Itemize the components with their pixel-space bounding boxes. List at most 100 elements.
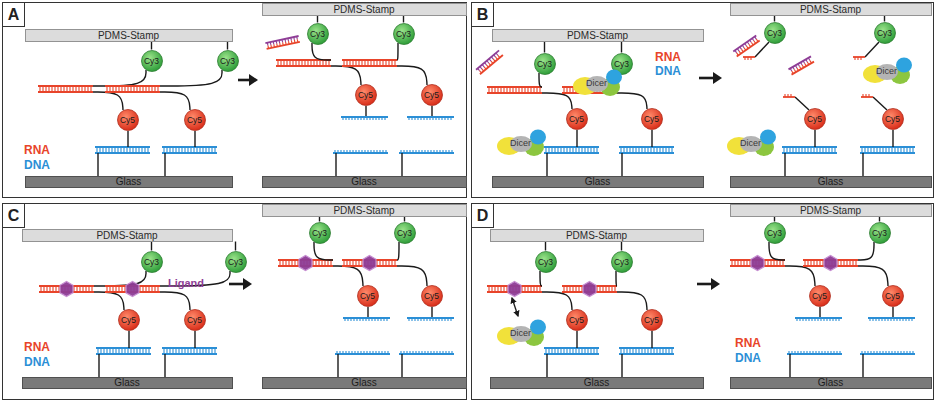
ligand-symbol (299, 256, 312, 271)
base (345, 117, 346, 120)
process-arrow (697, 278, 720, 290)
linker (789, 354, 790, 377)
rna-fragment (861, 94, 873, 97)
cy5-dye: Cy5 (809, 285, 831, 307)
base (346, 150, 347, 153)
node-label: Cy5 (421, 285, 443, 307)
dicer-domain (530, 129, 546, 144)
strand (733, 35, 756, 51)
base (353, 318, 354, 321)
base (364, 150, 365, 153)
node-label: Cy5 (804, 108, 826, 130)
base (417, 117, 418, 120)
linker (312, 43, 331, 60)
strand (619, 152, 674, 154)
strand (162, 353, 217, 355)
node-label: Dicer (572, 68, 622, 98)
dna-duplex (95, 147, 150, 153)
linker (194, 331, 195, 348)
strand (38, 85, 93, 87)
cy5-dye: Cy5 (421, 84, 443, 106)
cy5-dye: Cy5 (118, 309, 140, 331)
base (343, 150, 344, 153)
dye-circle (217, 50, 238, 71)
molecular-construct (105, 271, 230, 377)
molecular-construct (278, 242, 390, 377)
linker (164, 354, 165, 377)
base (902, 318, 903, 321)
base (366, 351, 367, 354)
strand (96, 347, 151, 349)
dye-circle (869, 222, 890, 243)
process-arrow (238, 74, 258, 86)
base (888, 351, 889, 354)
arrow-shaft (697, 283, 713, 286)
rna-duplex (733, 35, 759, 56)
base (872, 318, 873, 321)
cy5-dye: Cy5 (184, 109, 206, 131)
dye-circle (184, 309, 205, 330)
molecule-label: Ligand (168, 276, 204, 290)
linker (397, 266, 427, 286)
linker (892, 307, 893, 318)
pdms-stamp: PDMS-Stamp (25, 29, 233, 42)
base (814, 318, 815, 321)
base (360, 117, 361, 120)
base (444, 117, 445, 120)
cy5-dye: Cy5 (804, 108, 826, 130)
base (905, 318, 906, 321)
base (348, 117, 349, 120)
rna-duplex (476, 50, 503, 74)
base (403, 150, 404, 153)
linker (94, 271, 146, 286)
strand (342, 59, 397, 61)
dna-strand (787, 351, 842, 354)
base (830, 351, 831, 354)
process-arrow (229, 278, 252, 290)
panel: BPDMS-StampCy3Cy3DicerCy5Cy5DicerGlassPD… (471, 2, 934, 198)
dye-circle (641, 309, 662, 330)
glass-slide: Glass (22, 377, 233, 389)
node-label: Cy5 (117, 109, 139, 131)
linker (862, 153, 863, 176)
base (839, 351, 840, 354)
base (794, 351, 795, 354)
base (803, 351, 804, 354)
cy5-dye: Cy5 (882, 108, 904, 130)
linker (819, 307, 820, 318)
node-label: Cy3 (534, 53, 556, 75)
node-label: Cy3 (141, 251, 163, 273)
pdms-stamp: PDMS-Stamp (262, 204, 467, 217)
tether-line (151, 242, 152, 251)
base (358, 150, 359, 153)
strand (38, 91, 93, 93)
base (361, 150, 362, 153)
cy5-dye: Cy5 (184, 309, 206, 331)
base (421, 351, 422, 354)
strand (95, 152, 150, 154)
node-label: Cy3 (874, 22, 896, 44)
base (351, 351, 352, 354)
base (893, 318, 894, 321)
pdms-stamp: PDMS-Stamp (492, 29, 704, 42)
base (818, 351, 819, 354)
node-label: Dicer (726, 128, 776, 158)
dna-strand (407, 318, 454, 321)
base (809, 351, 810, 354)
node-label: Glass (493, 177, 703, 187)
linker (621, 153, 622, 176)
node-label: Cy3 (394, 222, 416, 244)
strand (860, 146, 915, 148)
dna-strand (860, 351, 915, 354)
base (368, 318, 369, 321)
base (827, 351, 828, 354)
cy3-dye: Cy3 (611, 53, 633, 75)
arrow-shaft (229, 283, 245, 286)
cy3-dye: Cy3 (309, 222, 331, 244)
dicer-domain (530, 319, 546, 334)
base (406, 150, 407, 153)
base (411, 318, 412, 321)
base (423, 117, 424, 120)
panel-letter: D (472, 204, 494, 228)
linker (431, 307, 432, 318)
